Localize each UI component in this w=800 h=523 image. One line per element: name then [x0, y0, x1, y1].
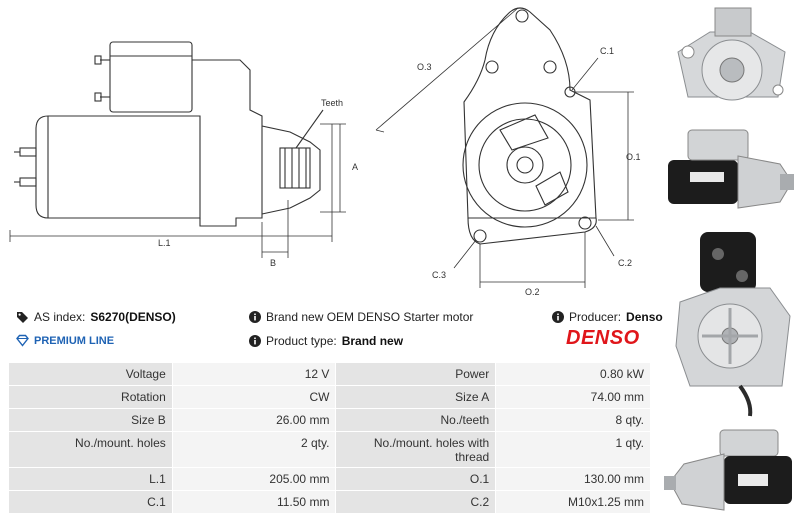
dimension-a-label: A [352, 162, 358, 172]
spec-label: Rotation [8, 385, 173, 409]
spec-label: No./teeth [335, 408, 497, 432]
pinion-gear-outline [279, 147, 311, 189]
product-type-value: Brand new [341, 334, 404, 348]
spec-label: O.1 [335, 467, 497, 491]
dimension-b-label: B [270, 258, 276, 268]
product-type-label: Product type: [266, 334, 337, 348]
dimension-c3-label: C.3 [432, 270, 446, 280]
spec-value: 205.00 mm [171, 467, 337, 491]
table-row: Voltage 12 V Power 0.80 kW [8, 362, 651, 386]
spec-label: Size B [8, 408, 173, 432]
product-photo-side[interactable] [660, 120, 800, 216]
spec-label: No./mount. holes [8, 431, 173, 468]
producer-value: Denso [626, 310, 663, 324]
description-line: Brand new OEM DENSO Starter motor [248, 310, 473, 324]
premium-line: PREMIUM LINE [16, 334, 114, 347]
spec-value: 74.00 mm [495, 385, 651, 409]
table-row: C.1 11.50 mm C.2 M10x1.25 mm [8, 490, 651, 514]
spec-value: 11.50 mm [171, 490, 337, 514]
spec-value: 2 qty. [171, 431, 337, 468]
mount-hole-c2 [578, 216, 592, 230]
spec-value: 8 qty. [495, 408, 651, 432]
tag-icon [16, 311, 29, 324]
producer-line: Producer: Denso [551, 310, 663, 324]
dimension-o1-label: O.1 [626, 152, 641, 162]
motor-body-outline [35, 115, 201, 219]
product-type-line: Product type: Brand new [248, 334, 403, 348]
dimension-o2-label: O.2 [525, 287, 540, 297]
as-index-label: AS index: [34, 310, 86, 324]
table-row: Size B 26.00 mm No./teeth 8 qty. [8, 408, 651, 432]
product-photos [660, 0, 800, 523]
as-index-value: S6270(DENSO) [90, 310, 176, 324]
mount-hole-c3 [473, 229, 487, 243]
dimension-c1-label: C.1 [600, 46, 614, 56]
spec-value: 12 V [171, 362, 337, 386]
teeth-label: Teeth [321, 98, 343, 108]
info-icon [551, 311, 564, 324]
product-info: AS index: S6270(DENSO) PREMIUM LINE Bran… [0, 304, 663, 360]
dimension-o3-label: O.3 [417, 62, 432, 72]
flange-main-circle [462, 102, 588, 228]
spec-label: Power [335, 362, 497, 386]
spec-label: Voltage [8, 362, 173, 386]
info-icon [248, 311, 261, 324]
dimension-l1-label: L.1 [158, 238, 171, 248]
flange-outline [463, 7, 597, 219]
table-row: Rotation CW Size A 74.00 mm [8, 385, 651, 409]
premium-line-label: PREMIUM LINE [34, 334, 115, 347]
spec-value: 130.00 mm [495, 467, 651, 491]
spec-label: C.1 [8, 490, 173, 514]
spec-value: 0.80 kW [495, 362, 651, 386]
diamond-icon [16, 334, 29, 347]
spec-label: L.1 [8, 467, 173, 491]
spec-label: C.2 [335, 490, 497, 514]
specs-table: Voltage 12 V Power 0.80 kW Rotation CW S… [8, 362, 651, 514]
table-row: No./mount. holes 2 qty. No./mount. holes… [8, 431, 651, 468]
dimension-c2-label: C.2 [618, 258, 632, 268]
spec-value: 26.00 mm [171, 408, 337, 432]
info-icon [248, 335, 261, 348]
spec-value: CW [171, 385, 337, 409]
table-row: L.1 205.00 mm O.1 130.00 mm [8, 467, 651, 491]
spec-label: No./mount. holes with thread [335, 431, 497, 468]
as-index-line: AS index: S6270(DENSO) [16, 310, 176, 324]
technical-drawing: Teeth A B L.1 O.3 C.1 O.1 C.3 C.2 O.2 [9, 7, 641, 297]
spec-label: Size A [335, 385, 497, 409]
producer-label: Producer: [569, 310, 622, 324]
spec-value: 1 qty. [495, 431, 651, 468]
product-photo-angle[interactable] [660, 424, 800, 520]
spec-value: M10x1.25 mm [495, 490, 651, 514]
description-text: Brand new OEM DENSO Starter motor [266, 310, 474, 324]
denso-logo: DENSO [566, 327, 640, 349]
product-photo-rear[interactable] [660, 226, 800, 420]
solenoid-outline [109, 41, 193, 113]
product-photo-front[interactable] [660, 2, 800, 114]
